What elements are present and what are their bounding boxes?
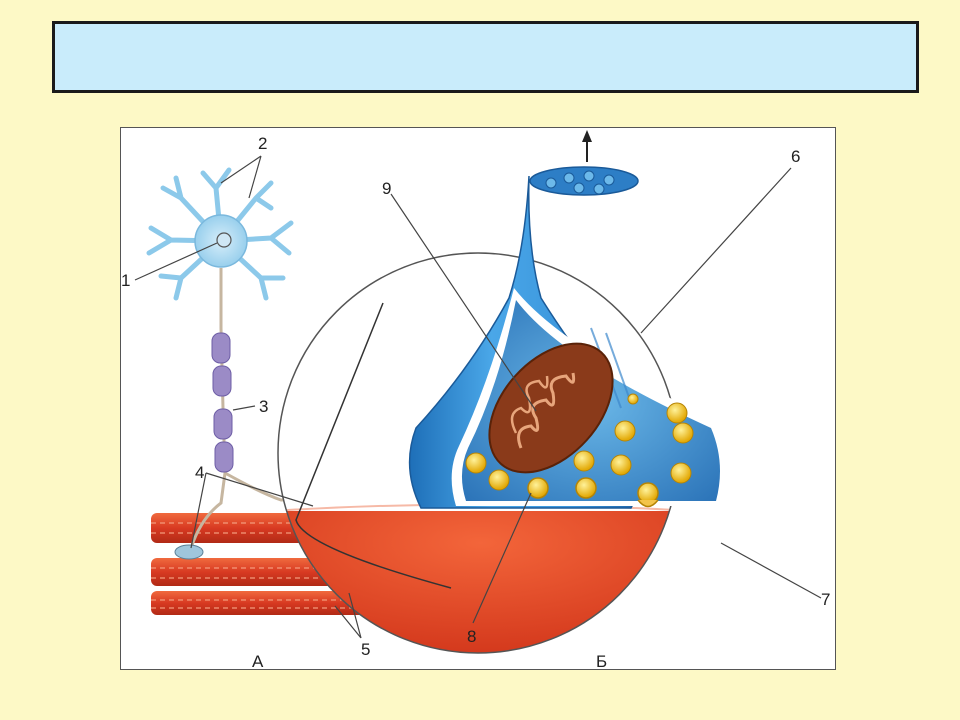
label-3: 3 — [259, 397, 268, 416]
panel-label-a: А — [252, 652, 264, 669]
panel-label-b: Б — [596, 652, 607, 669]
label-6: 6 — [791, 147, 800, 166]
label-8: 8 — [467, 627, 476, 646]
label-5: 5 — [361, 640, 370, 659]
muscle-fiber-section — [271, 511, 691, 669]
magnified-view — [271, 130, 732, 669]
label-9: 9 — [382, 179, 391, 198]
label-1: 1 — [121, 271, 130, 290]
motor-end-plate-1 — [175, 545, 203, 559]
diagram-figure: 1 2 3 4 5 6 7 8 9 А Б — [120, 127, 836, 670]
label-2: 2 — [258, 134, 267, 153]
neuron-nucleus — [217, 233, 231, 247]
label-7: 7 — [821, 590, 830, 609]
label-4: 4 — [195, 463, 204, 482]
title-bar — [52, 21, 919, 93]
synapse-diagram-svg: 1 2 3 4 5 6 7 8 9 А Б — [121, 128, 835, 669]
